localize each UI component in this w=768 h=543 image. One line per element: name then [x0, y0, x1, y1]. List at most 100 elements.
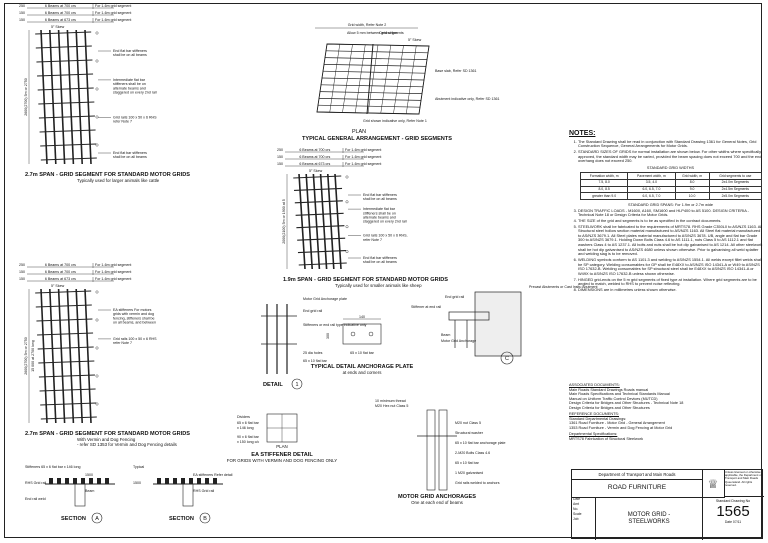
view-caption: EA STIFFENER DETAIL [251, 452, 313, 458]
rail-section [213, 478, 217, 484]
std-drawing-label: Standard Drawing No [715, 499, 751, 503]
anchorage-callout: 65 x 10 flat bar [455, 461, 480, 465]
grid-beam [298, 173, 306, 270]
plan-label: 5° Skew [408, 38, 422, 42]
callout-text: alternate beams and [363, 216, 396, 220]
segment-label: For 1-6m grid segment [345, 155, 381, 159]
section-title: SECTION [61, 516, 86, 522]
title-block-meta: Date Amt No. Scale Job [572, 497, 596, 540]
table-cell: 6.0, 6.5, 7.0 [627, 192, 676, 200]
table-cell: 9.0 [674, 185, 710, 194]
view-caption: TYPICAL GENERAL ARRANGEMENT - GRID SEGME… [302, 136, 452, 142]
grid-beam [40, 288, 48, 424]
callout-text: grids with vermin and dog [113, 312, 154, 316]
skew-label: 5° Skew [51, 284, 65, 288]
detail-label: Stiffeners or end rail type indicative o… [303, 323, 367, 327]
grid-rail [294, 187, 343, 191]
table-header: Pavement width, m [627, 172, 676, 180]
plate-dimension: 140 [359, 315, 365, 319]
anchorage-callout: 1 M20 galvanised [455, 471, 483, 475]
grid-rail [297, 237, 346, 241]
grid-rail [38, 115, 95, 119]
callout-text: refer Note 7 [113, 120, 132, 124]
meta-field: Scale [573, 512, 582, 516]
plan-beam [342, 44, 353, 113]
grid-beam [319, 173, 328, 270]
associated-doc: Manual on Uniform Traffic Control Device… [569, 396, 658, 401]
note-item: DIMENSIONS are in millimetres unless sho… [578, 287, 763, 293]
associated-doc: Main Roads Specifications and Technical … [569, 392, 670, 396]
grid-rail [293, 175, 342, 179]
grid-widths-table: Formation width, m Pavement width, m Gri… [579, 172, 763, 200]
segment-label: For 1-6m grid segment [95, 4, 131, 8]
segment-label: For 1-6m grid segment [345, 162, 381, 166]
plan-beam [316, 43, 328, 113]
drawing-date: Date 07/11 [724, 520, 742, 524]
rail-section [105, 478, 109, 484]
dimension-label: 150 [19, 18, 25, 22]
section-marker [91, 512, 103, 524]
reference-doc: Standard Departmental Drawings: [569, 416, 627, 421]
section-title: SECTION [169, 516, 194, 522]
section-id: B [203, 516, 207, 522]
view-subcaption: One at each end of beams [411, 500, 464, 505]
title-block: Department of Transport and Main Roads R… [571, 469, 764, 540]
rail-section [181, 478, 185, 484]
bolt-hole [350, 331, 356, 337]
rail-section [57, 478, 61, 484]
beam-spacing-label: 6 Beams at 700 crs [299, 155, 330, 159]
table-cell: 2x4.5m Segments [708, 185, 763, 194]
reference-docs-title: REFERENCE DOCUMENTS: [569, 412, 619, 416]
section-label: 1500 [133, 481, 141, 485]
view-caption: 2.7m SPAN - GRID SEGMENT FOR STANDARD MO… [25, 172, 190, 178]
segment-label: For 1-6m grid segment [95, 18, 131, 22]
anchorage-callout: M20 Hex nut Class 5 [375, 404, 408, 408]
end-rail [448, 311, 490, 321]
dimension-label: 250 [19, 4, 25, 8]
view-subcaption: FOR GRIDS WITH VERMIN AND DOG FENCING ON… [227, 458, 337, 463]
view-caption: MOTOR GRID ANCHORAGES [398, 494, 476, 500]
grid-rail [37, 87, 94, 91]
note-item: The Standard Drawing shall be read in co… [578, 139, 763, 149]
specification-doc: MRTS78 Fabrication of Structural Steelwo… [569, 436, 643, 441]
section-label: Beam [85, 489, 94, 493]
callout-text: End flat bar stiffeners [113, 151, 147, 155]
meta-field: No. [573, 507, 579, 511]
grid-rail [35, 31, 92, 35]
callout-text: on all beams, and between [113, 321, 156, 325]
stiffener-marker [345, 200, 349, 204]
section-marker [199, 512, 211, 524]
dimension-label: 150 [277, 155, 283, 159]
callout-text: Grid rails 100 x 50 x 6 RHS [113, 115, 157, 119]
grid-rail [38, 360, 95, 364]
dimension-label: 250 [277, 148, 283, 152]
beam-spacing-label: 6 Beams at 700 crs [299, 148, 330, 152]
grid-beam [75, 288, 83, 424]
drawing-number-box: Standard Drawing No 1565 Date 07/11 [702, 497, 764, 540]
plan-beam [367, 44, 379, 114]
grid-beam [75, 29, 83, 165]
table-cell: 6.0, 6.5, 7.0 [627, 185, 676, 194]
plan-title: PLAN [352, 129, 366, 135]
rail-section [197, 478, 201, 484]
callout-text: EA stiffeners For motors [113, 308, 152, 312]
table-cell: 2x5.0m Segments [708, 192, 763, 200]
anchorage-bar [426, 409, 436, 491]
grid-beam [49, 288, 57, 424]
anchorage-label: Stiffener at end rail [411, 305, 441, 309]
anchorage-callout: 65 x 10 flat bar anchorage plate [455, 441, 506, 445]
meta-field: Job [573, 517, 579, 521]
dimension-label: 150 [19, 270, 25, 274]
meta-field: Amt [573, 502, 580, 506]
callout-text: staggered on every 2nd rail [113, 91, 157, 95]
table-row: greater than 9.0 6.0, 6.5, 7.0 10.0 2x5.… [579, 192, 763, 200]
specifications-title: Departmental Specifications: [569, 432, 618, 436]
anchorage-callout: Structural washer [455, 431, 484, 435]
stiffener-label: 90 x 6 flat bar [237, 435, 260, 439]
grid-beam [84, 288, 92, 424]
section-label: 1500 [85, 473, 93, 477]
callout-text: End flat bar stiffeners [113, 49, 147, 53]
grid-rail [36, 318, 93, 322]
stiffener-label: 65 x 6 flat bar [237, 421, 260, 425]
stiffener-marker [95, 87, 99, 91]
